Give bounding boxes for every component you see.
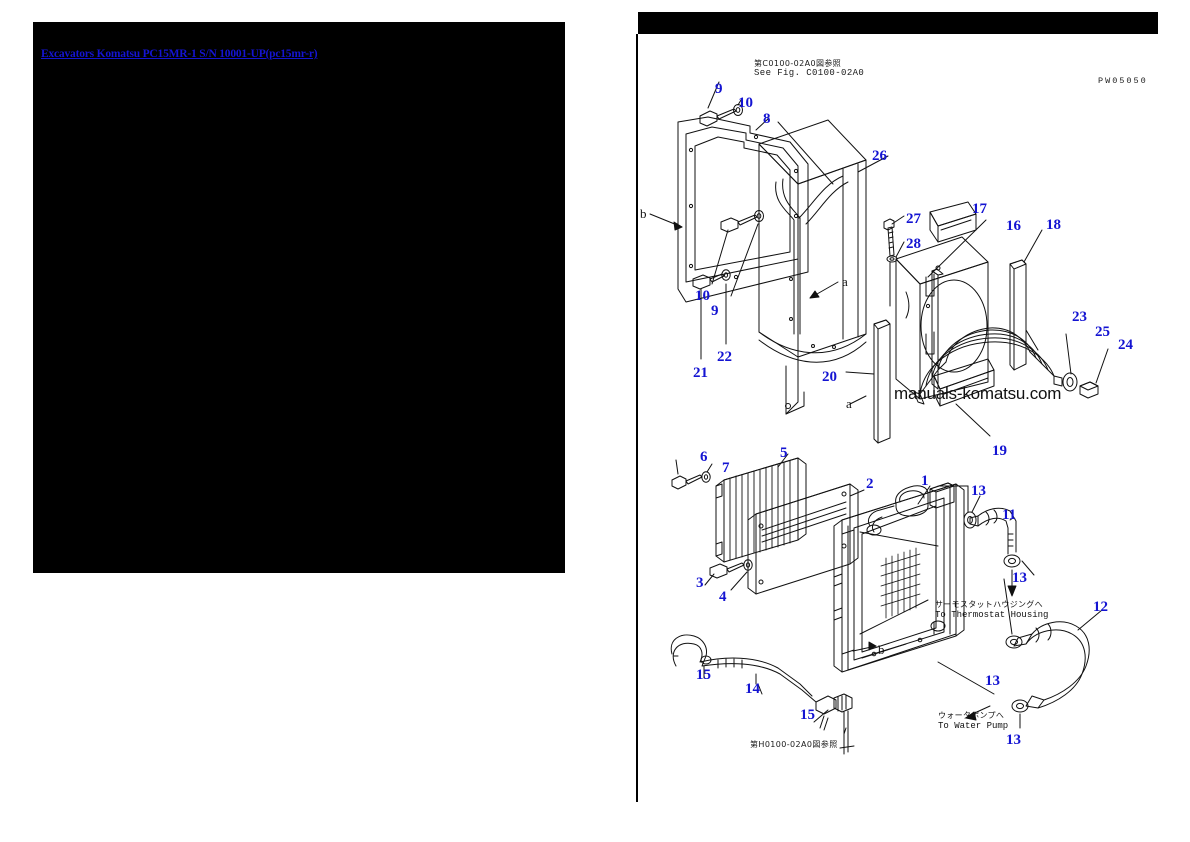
sheet-code: PW05050 <box>1098 76 1148 86</box>
callout-5[interactable]: 5 <box>780 445 788 461</box>
diagram-canvas: 第C0100-02A0図参照 See Fig. C0100-02A0 PW050… <box>638 34 1158 802</box>
callout-22[interactable]: 22 <box>717 349 732 365</box>
parts-diagram-pane: 第C0100-02A0図参照 See Fig. C0100-02A0 PW050… <box>632 12 1158 802</box>
callout-8[interactable]: 8 <box>763 111 771 127</box>
callout-7[interactable]: 7 <box>722 460 730 476</box>
callout-4[interactable]: 4 <box>719 589 727 605</box>
note-waterpump-en: To Water Pump <box>938 721 1009 731</box>
callout-12[interactable]: 12 <box>1093 599 1108 615</box>
note-to-water-pump: ウォータポンプへ To Water Pump <box>938 710 1008 732</box>
callout-26[interactable]: 26 <box>872 148 887 164</box>
callout-11[interactable]: 11 <box>1002 507 1017 523</box>
breadcrumb-link-excavators-komatsu[interactable]: Excavators Komatsu PC15MR-1 S/N 10001-UP… <box>41 48 318 60</box>
note-waterpump-jp: ウォータポンプへ <box>938 711 1005 720</box>
callout-28[interactable]: 28 <box>906 236 921 252</box>
callout-6[interactable]: 6 <box>700 449 708 465</box>
header-jp-reference: 第C0100-02A0図参照 <box>754 59 842 68</box>
callout-24[interactable]: 24 <box>1118 337 1133 353</box>
diagram-left-border <box>636 34 638 802</box>
section-mark-b-lower: b <box>878 642 885 657</box>
section-mark-a-lower: a <box>846 396 852 411</box>
callout-23[interactable]: 23 <box>1072 309 1087 325</box>
callout-20[interactable]: 20 <box>822 369 837 385</box>
callout-9-lower[interactable]: 9 <box>711 303 719 319</box>
callout-25[interactable]: 25 <box>1095 324 1110 340</box>
left-viewer-pane: Excavators Komatsu PC15MR-1 S/N 10001-UP… <box>33 22 565 573</box>
callout-21[interactable]: 21 <box>693 365 708 381</box>
callout-2[interactable]: 2 <box>866 476 874 492</box>
callout-10-lower[interactable]: 10 <box>695 288 710 304</box>
header-en-reference: See Fig. C0100-02A0 <box>754 68 865 78</box>
section-mark-a-upper: a <box>842 274 848 289</box>
callout-18[interactable]: 18 <box>1046 217 1061 233</box>
callout-16[interactable]: 16 <box>1006 218 1021 234</box>
callout-19[interactable]: 19 <box>992 443 1007 459</box>
callout-10[interactable]: 10 <box>738 95 753 111</box>
callout-17[interactable]: 17 <box>972 201 987 217</box>
note-thermostat-jp: サーモスタットハウジングへ <box>935 600 1043 609</box>
callout-15-b[interactable]: 15 <box>800 707 815 723</box>
callout-13-a[interactable]: 13 <box>971 483 986 499</box>
watermark: manuals-komatsu.com <box>894 384 1062 403</box>
note-to-thermostat-housing: サーモスタットハウジングへ To Thermostat Housing <box>935 599 1048 621</box>
callout-13-d[interactable]: 13 <box>1006 732 1021 748</box>
callout-1[interactable]: 1 <box>921 473 929 489</box>
callout-27[interactable]: 27 <box>906 211 921 227</box>
callout-15-a[interactable]: 15 <box>696 667 711 683</box>
diagram-top-bar <box>638 12 1158 34</box>
callout-13-c[interactable]: 13 <box>985 673 1000 689</box>
note-thermostat-en: To Thermostat Housing <box>935 610 1049 620</box>
section-mark-b-left: b <box>640 206 647 221</box>
footer-jp-reference: 第H0100-02A0図参照 <box>750 740 838 749</box>
callout-13-b[interactable]: 13 <box>1012 570 1027 586</box>
callout-14[interactable]: 14 <box>745 681 760 697</box>
callout-3[interactable]: 3 <box>696 575 704 591</box>
callout-9[interactable]: 9 <box>715 81 723 97</box>
parts-illustration <box>649 81 1109 755</box>
